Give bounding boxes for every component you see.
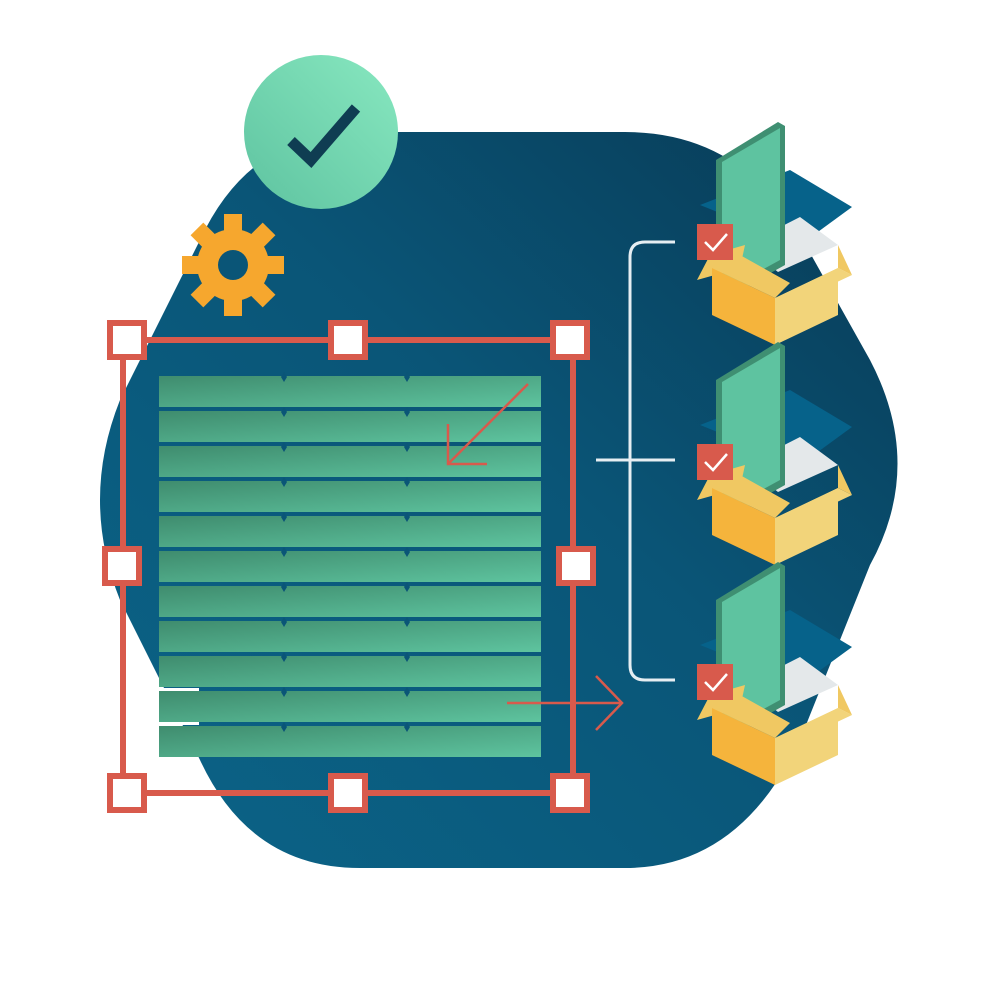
column-divider (404, 582, 410, 592)
arrow-right-icon (507, 675, 624, 731)
checkmark-glyph (704, 233, 728, 252)
column-divider (404, 652, 410, 662)
column-divider (404, 617, 410, 627)
column-divider (281, 442, 287, 452)
box-flap-back (838, 245, 852, 275)
column-divider (404, 407, 410, 417)
box-front (712, 708, 775, 785)
table-row (159, 481, 541, 512)
box-icon (697, 342, 852, 565)
column-divider (404, 722, 410, 732)
checkmark-glyph (704, 673, 728, 692)
table-row (159, 551, 541, 582)
data-table (159, 372, 541, 757)
box-flap-right (775, 488, 852, 525)
box-flap-right (775, 708, 852, 745)
column-divider (281, 372, 287, 382)
column-divider (281, 582, 287, 592)
box-icon (697, 562, 852, 785)
column-divider (404, 687, 410, 697)
box-flap-back (838, 465, 852, 495)
selection-frame (102, 320, 596, 813)
column-divider (404, 477, 410, 487)
box-front (712, 488, 775, 565)
table-row (159, 516, 541, 547)
table-row (159, 621, 541, 652)
table-row (159, 411, 541, 442)
box-flap-front (712, 255, 790, 298)
column-divider (281, 687, 287, 697)
box-flap-front (712, 695, 790, 738)
column-divider (404, 512, 410, 522)
column-divider (404, 442, 410, 452)
box-flap-back (838, 685, 852, 715)
row-marker (159, 688, 199, 691)
package-list (697, 122, 852, 785)
column-divider (404, 547, 410, 557)
column-divider (281, 512, 287, 522)
arrow-down-left-icon (446, 383, 529, 466)
resize-handle[interactable] (328, 773, 368, 813)
resize-handle[interactable] (550, 320, 590, 360)
box-icon (697, 122, 852, 345)
column-divider (281, 547, 287, 557)
column-divider (281, 477, 287, 487)
box-front (712, 268, 775, 345)
check-circle-icon (244, 55, 398, 209)
column-divider (281, 722, 287, 732)
connector-bracket (596, 240, 675, 682)
resize-handle[interactable] (328, 320, 368, 360)
row-marker (159, 722, 199, 725)
table-row (159, 656, 541, 687)
checkbox-checked-icon[interactable] (697, 444, 733, 480)
resize-handle[interactable] (102, 546, 142, 586)
table-row (159, 691, 541, 722)
table-row (159, 586, 541, 617)
checkbox-checked-icon[interactable] (697, 224, 733, 260)
checkbox-checked-icon[interactable] (697, 664, 733, 700)
column-divider (281, 407, 287, 417)
column-divider (404, 372, 410, 382)
resize-handle[interactable] (556, 546, 596, 586)
box-flap-right (775, 268, 852, 305)
gear-icon (182, 214, 284, 316)
table-row (159, 376, 541, 407)
checkmark-glyph (704, 453, 728, 472)
gear-hole (218, 250, 248, 280)
box-flap-front (712, 475, 790, 518)
resize-handle[interactable] (107, 320, 147, 360)
column-divider (281, 617, 287, 627)
resize-handle[interactable] (550, 773, 590, 813)
resize-handle[interactable] (107, 773, 147, 813)
table-row (159, 446, 541, 477)
column-divider (281, 652, 287, 662)
table-row (159, 726, 541, 757)
